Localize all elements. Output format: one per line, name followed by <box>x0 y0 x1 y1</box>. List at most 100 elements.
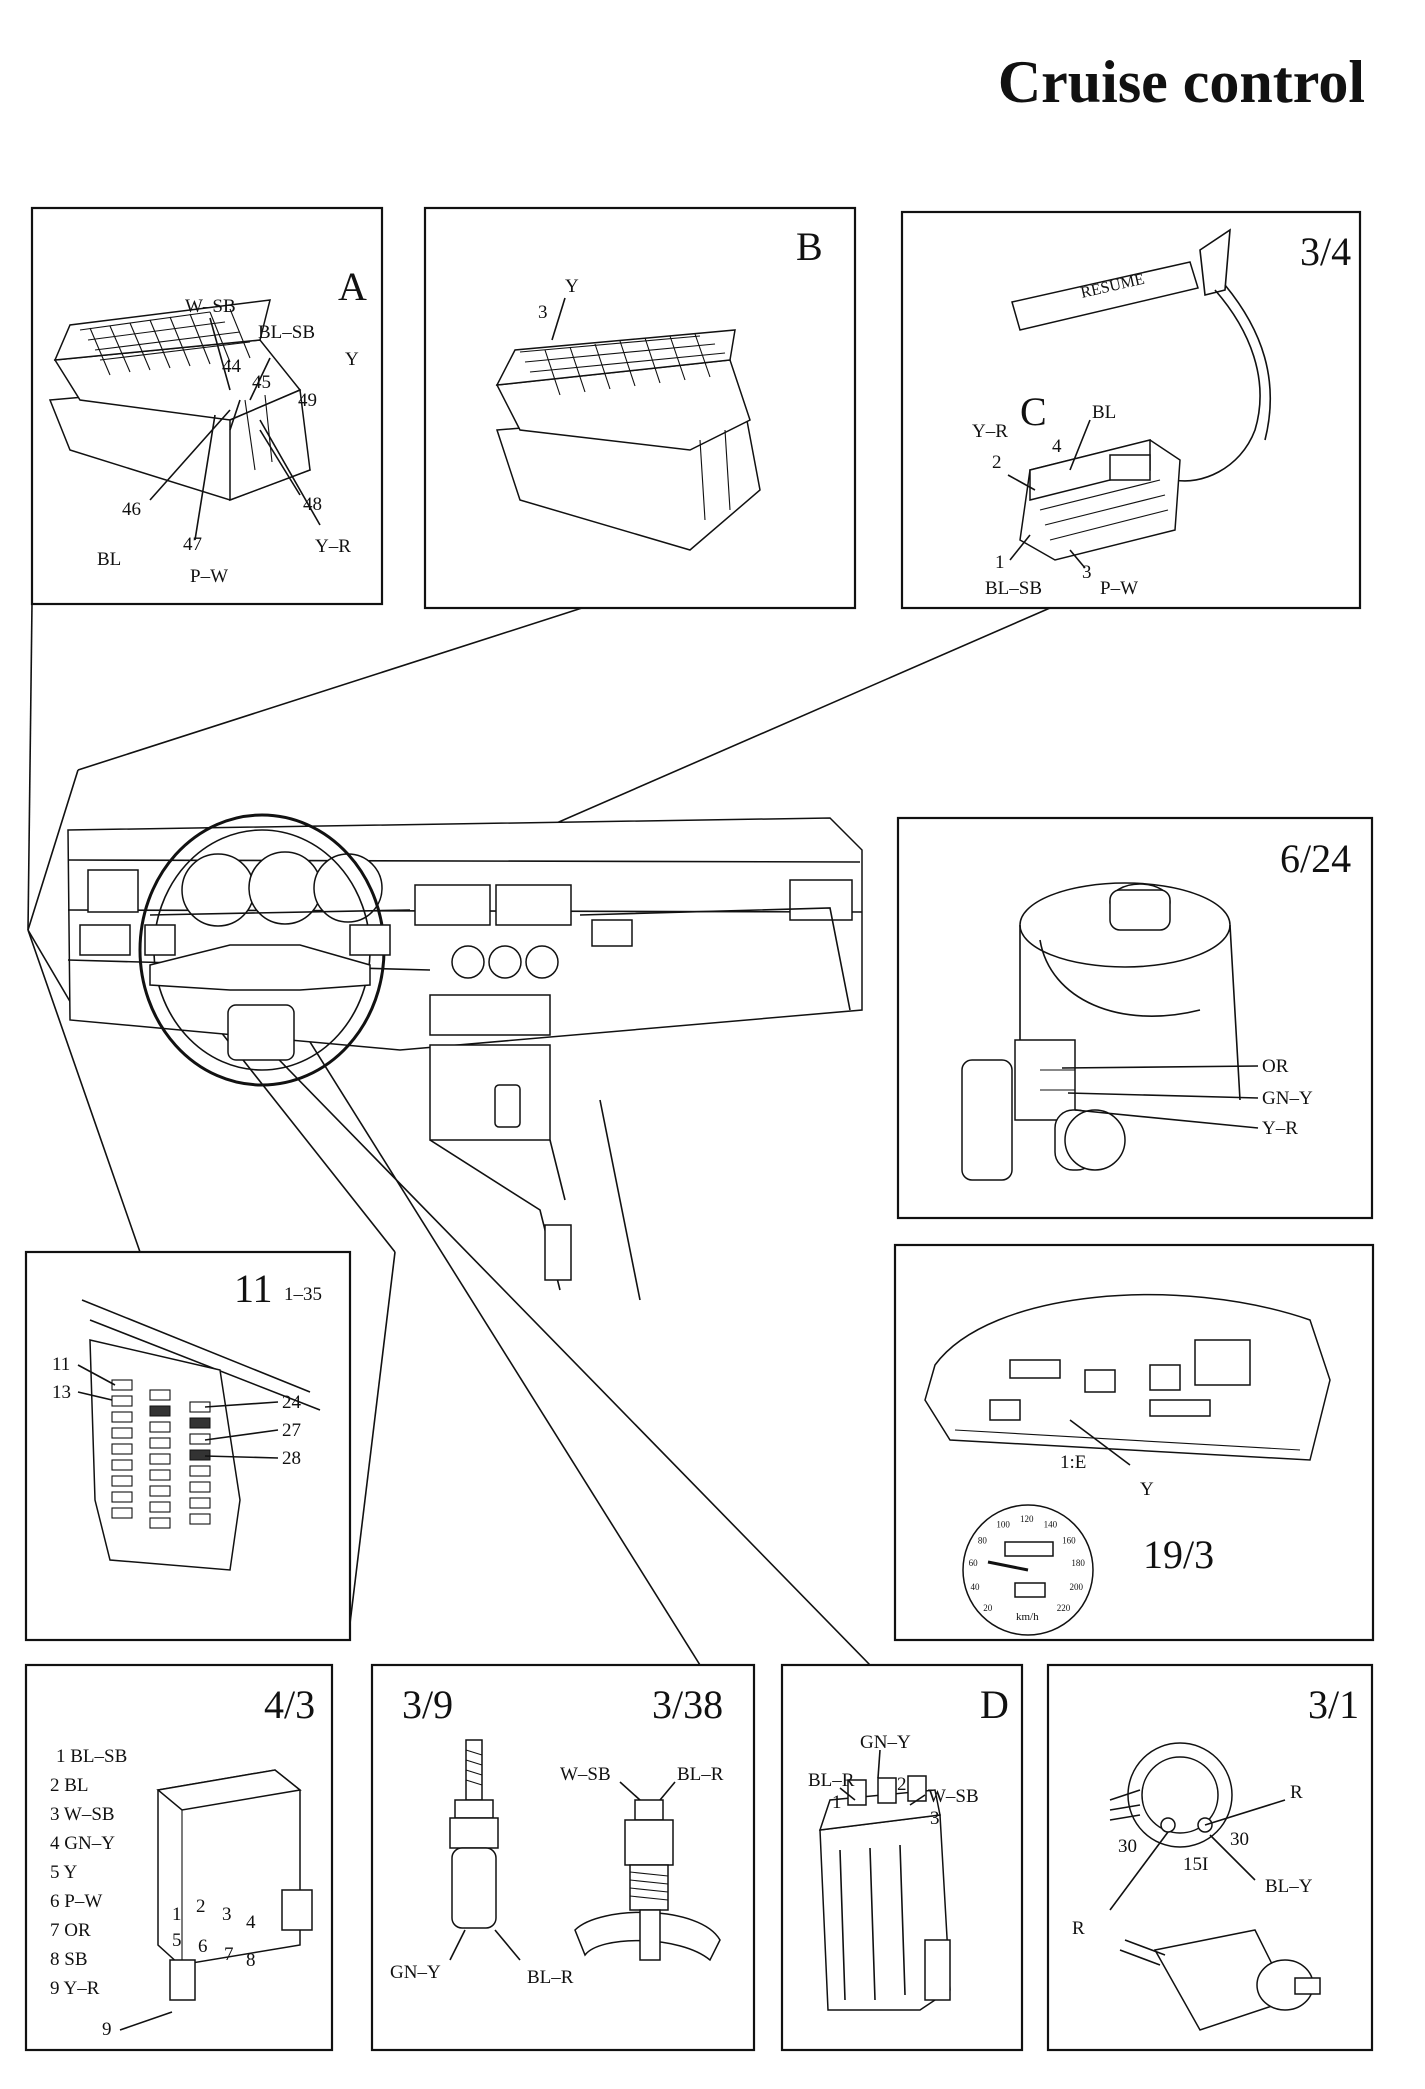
label-y: Y <box>565 276 579 297</box>
pin-number-2: 2 <box>196 1896 206 1917</box>
label-gn-y: GN–Y <box>390 1962 441 1983</box>
speedo-tick-label: 80 <box>978 1535 988 1545</box>
label-w-sb: W–SB <box>185 296 236 317</box>
label-p-w: P–W <box>190 566 228 587</box>
pin-number-3: 3 <box>222 1904 232 1925</box>
dash-gauges <box>181 851 559 979</box>
speedo-tick-label: 40 <box>971 1582 981 1592</box>
label-r-top: R <box>1290 1782 1303 1803</box>
center-console <box>429 994 641 1301</box>
panel-brake-switch-leaders <box>449 1781 676 1961</box>
label-30-left: 30 <box>1118 1836 1137 1857</box>
instrument-cluster-drawing <box>924 1293 1331 1461</box>
speedo-tick-label: 180 <box>1071 1558 1085 1568</box>
connector-c-drawing <box>1019 439 1181 561</box>
pin-list-item: 3 W–SB <box>50 1804 115 1825</box>
cluster-leader <box>1069 1419 1131 1466</box>
panel-brake-switch-frame <box>370 1663 756 2052</box>
label-y-r: Y–R <box>315 536 351 557</box>
panel-ignition: 3/1 R 30 30 15I BL–Y R <box>1046 1663 1374 2052</box>
panel-fusebox-leaders <box>77 1364 279 1459</box>
speedo-tick-label: 60 <box>969 1558 979 1568</box>
label-r-bottom: R <box>1072 1918 1085 1939</box>
page-title: Cruise control <box>997 49 1365 115</box>
label-1: 1 <box>995 552 1005 573</box>
label-3: 3 <box>930 1808 940 1829</box>
label-y-r: Y–R <box>972 421 1008 442</box>
label-3: 3 <box>1082 562 1092 583</box>
fusebox-drawing <box>81 1299 321 1571</box>
panel-actuator-leaders <box>1061 1065 1259 1129</box>
label-1e: 1:E <box>1060 1452 1086 1473</box>
speedo-tick-label: 200 <box>1070 1582 1084 1592</box>
panel-actuator-id: 6/24 <box>1280 836 1351 881</box>
connector-d-drawing <box>818 1775 951 2011</box>
label-p-w: P–W <box>1100 578 1138 599</box>
label-bl: BL <box>1092 402 1116 423</box>
speedo-tick-label: 120 <box>1020 1514 1034 1524</box>
panel-cluster-id: 19/3 <box>1143 1532 1214 1577</box>
panel-fusebox-range: 1–35 <box>284 1284 322 1305</box>
label-w-sb: W–SB <box>560 1764 611 1785</box>
dash-vents <box>87 869 853 926</box>
pin-list-item: 7 OR <box>50 1920 91 1941</box>
pin-number-9: 9 <box>102 2019 112 2040</box>
label-47: 47 <box>183 534 202 555</box>
panel-connector-d-leaders <box>839 1749 926 1806</box>
label-13: 13 <box>52 1382 71 1403</box>
panel-control-unit-id: 4/3 <box>264 1682 315 1727</box>
pin-number-4: 4 <box>246 1912 256 1933</box>
panel-stalk-leaders <box>1007 419 1091 569</box>
panel-fusebox-id: 11 <box>234 1266 273 1311</box>
panel-a-id: A <box>338 264 367 309</box>
panel-b-id: B <box>796 224 823 269</box>
label-gn-y: GN–Y <box>860 1732 911 1753</box>
pin-number-7: 7 <box>224 1944 234 1965</box>
actuator-drawing <box>961 882 1241 1181</box>
pin-number-8: 8 <box>246 1950 256 1971</box>
pin-number-5: 5 <box>172 1930 182 1951</box>
panel-stalk: 3/4 RESUME C BL Y–R 4 2 1 3 BL–SB <box>900 210 1362 610</box>
label-49: 49 <box>298 390 317 411</box>
brake-switch-right-drawing <box>574 1799 721 1962</box>
label-bl-r: BL–R <box>808 1770 855 1791</box>
panel-ignition-leaders <box>1109 1799 1286 1911</box>
label-or: OR <box>1262 1056 1289 1077</box>
label-15: 15I <box>1183 1854 1208 1875</box>
panel-actuator: 6/24 OR GN–Y Y–R <box>896 816 1374 1220</box>
label-44: 44 <box>222 356 242 377</box>
panel-ignition-id: 3/1 <box>1308 1682 1359 1727</box>
label-bl-r-right: BL–R <box>677 1764 724 1785</box>
relay-connector-a-drawing <box>48 299 311 502</box>
connector-c-id: C <box>1020 389 1047 434</box>
label-2: 2 <box>897 1774 907 1795</box>
label-y: Y <box>345 349 359 370</box>
brake-switch-left-drawing <box>449 1739 499 1929</box>
label-4: 4 <box>1052 436 1062 457</box>
panel-connector-d-id: D <box>980 1682 1009 1727</box>
label-bl: BL <box>97 549 121 570</box>
label-28: 28 <box>282 1448 301 1469</box>
pin-list-item: 8 SB <box>50 1949 88 1970</box>
pin-list-item: 4 GN–Y <box>50 1833 115 1854</box>
label-48: 48 <box>303 494 322 515</box>
panel-a-leaders <box>149 317 321 541</box>
pin-list-item: 9 Y–R <box>50 1978 100 1999</box>
label-w-sb: W–SB <box>928 1786 979 1807</box>
label-24: 24 <box>282 1392 302 1413</box>
panel-a: A W–SB BL–SB Y <box>30 206 384 606</box>
panel-fusebox: 11 1–35 <box>24 1250 352 1642</box>
panel-control-unit: 4/3 1 BL–SB2 BL3 W–SB4 GN–Y5 Y6 P–W7 OR8… <box>24 1663 334 2052</box>
panel-brake-switch-id-left: 3/9 <box>402 1682 453 1727</box>
dashboard-drawing <box>27 603 1051 1666</box>
speedo-tick-label: 140 <box>1044 1520 1058 1530</box>
pin-list-item: 1 BL–SB <box>56 1746 127 1767</box>
ignition-switch-drawing <box>1109 1742 1321 2031</box>
speedo-unit: km/h <box>1016 1611 1039 1623</box>
label-45: 45 <box>252 372 271 393</box>
label-46: 46 <box>122 499 141 520</box>
label-2: 2 <box>992 452 1002 473</box>
pin-list-item: 6 P–W <box>50 1891 102 1912</box>
